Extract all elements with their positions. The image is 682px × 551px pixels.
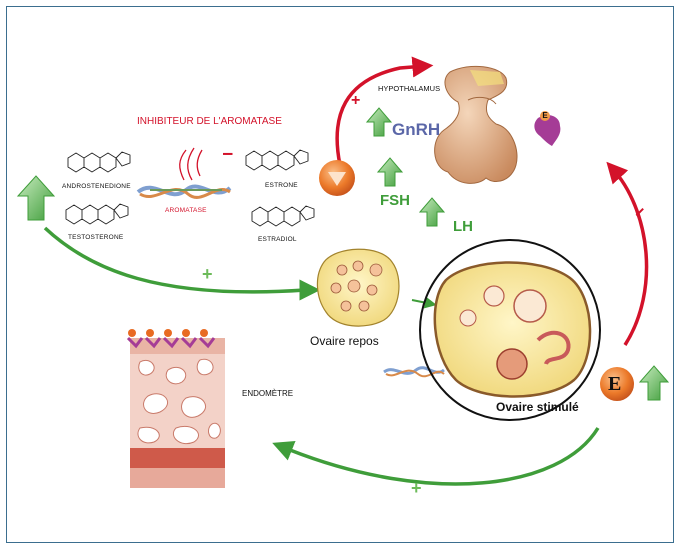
gnrh-label: GnRH — [392, 120, 441, 139]
endometrium-tissue — [126, 329, 225, 488]
stimulated-ovary-label: Ovaire stimulé — [496, 400, 579, 414]
testosterone-structure — [65, 203, 129, 225]
estrone-label: ESTRONE — [265, 182, 298, 189]
up-arrow-left — [16, 175, 56, 221]
inhibitor-arrow — [179, 147, 203, 181]
arrow-ovary-to-endometrium — [272, 427, 600, 486]
arrow-to-stimulated-ovary — [411, 296, 437, 309]
pituitary-illustration — [434, 65, 518, 184]
diagram-frame — [6, 6, 674, 543]
up-arrow-estrogen — [638, 365, 670, 401]
estrogen-ball — [600, 367, 634, 401]
stimulated-ovary-outline — [419, 239, 601, 421]
plus-sign-green-left: + — [202, 264, 213, 284]
endometrium-label: ENDOMÈTRE — [242, 389, 294, 398]
stimulated-ovary — [433, 261, 592, 398]
testosterone-label: TESTOSTERONE — [68, 234, 124, 241]
arrow-estrogen-feedback — [606, 161, 649, 346]
aromatase-inhibitor-label: INHIBITEUR DE L'AROMATASE — [137, 116, 282, 127]
resting-ovary — [316, 248, 400, 327]
estrone-structure — [245, 149, 309, 171]
hypothalamus-label: HYPOTHALAMUS — [378, 84, 441, 93]
estrogen-ball-label: E — [608, 373, 622, 395]
aromatase-enzyme-small — [383, 366, 445, 378]
inhibit-sign-top: I — [219, 152, 236, 156]
up-arrow-gnrh — [365, 107, 393, 137]
estradiol-label: ESTRADIOL — [258, 236, 297, 243]
down-arrow-orange — [319, 160, 355, 196]
estrogen-cell-label: E — [540, 111, 550, 121]
plus-sign-red: + — [351, 92, 361, 109]
androstenedione-label: ANDROSTENEDIONE — [62, 183, 131, 190]
arrow-androgens-to-ovary — [43, 226, 321, 301]
resting-ovary-label: Ovaire repos — [310, 334, 379, 348]
arrow-to-hypothalamus — [335, 56, 434, 166]
aromatase-enzyme — [136, 184, 232, 199]
up-arrow-fsh — [376, 157, 404, 187]
lh-label: LH — [453, 218, 473, 235]
aromatase-label: AROMATASE — [165, 207, 207, 214]
estradiol-structure — [251, 205, 315, 227]
purple-cell — [534, 115, 561, 146]
fsh-label: FSH — [380, 192, 410, 209]
androstenedione-structure — [67, 151, 131, 173]
up-arrow-lh — [418, 197, 446, 227]
plus-sign-green-bottom: + — [411, 478, 422, 498]
